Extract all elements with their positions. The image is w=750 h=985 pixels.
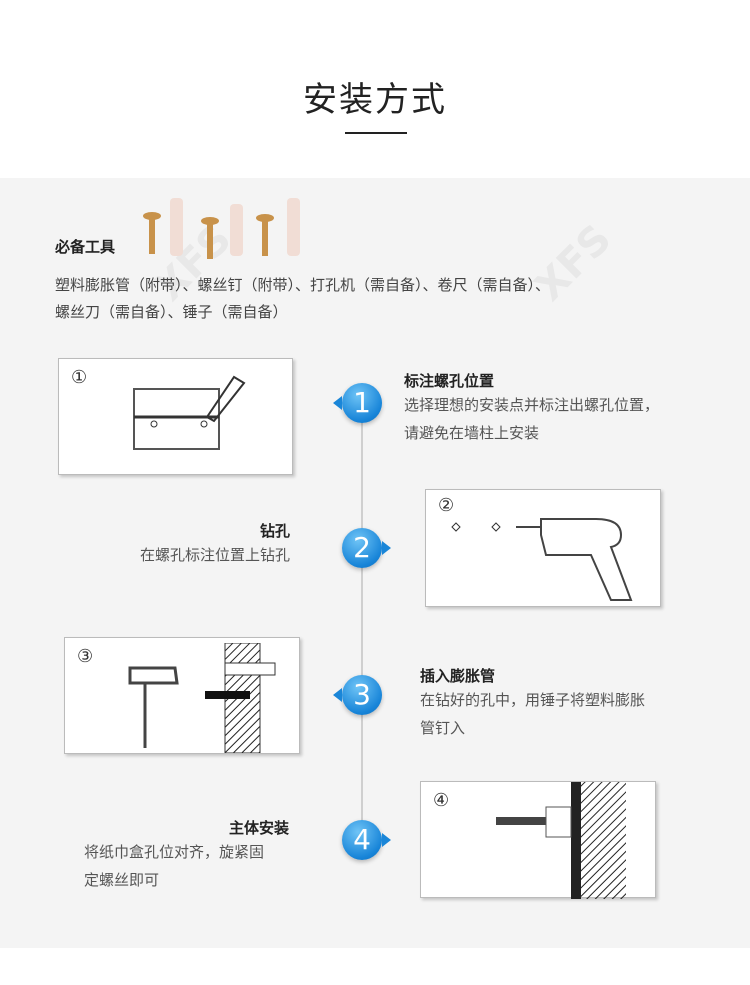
bracket-marking-icon (133, 375, 246, 450)
step-3-badge: 3 (333, 675, 382, 715)
step-4-text: 主体安装 将纸巾盒孔位对齐，旋紧固 定螺丝即可 (84, 817, 289, 894)
step-1-badge: 1 (333, 383, 382, 423)
step-2-desc: 在螺孔标注位置上钻孔 (139, 546, 290, 564)
step-1-text: 标注螺孔位置 选择理想的安装点并标注出螺孔位置， 请避免在墙柱上安装 (404, 370, 659, 447)
step-3-text: 插入膨胀管 在钻好的孔中，用锤子将塑料膨胀 管钉入 (420, 665, 645, 742)
step-1-figure: ① (58, 358, 293, 475)
step-4-figure: ④ (420, 781, 656, 899)
step-4-desc: 定螺丝即可 (84, 871, 160, 889)
step-4-desc: 将纸巾盒孔位对齐，旋紧固 (84, 843, 265, 861)
step-3-figure: ③ (64, 637, 300, 754)
tools-heading: 必备工具 (55, 238, 116, 256)
step-2-badge: 2 (342, 528, 391, 568)
page-title: 安装方式 (303, 80, 447, 120)
figure-label: ③ (77, 646, 94, 667)
figure-label: ② (438, 495, 455, 516)
timeline-line (361, 405, 363, 845)
figure-label: ④ (433, 790, 450, 811)
tools-line-1: 塑料膨胀管（附带）、螺丝钉（附带）、打孔机（需自备）、卷尺（需自备）、 (55, 276, 551, 294)
drill-icon (451, 518, 633, 601)
step-2-figure: ② (425, 489, 661, 607)
screw-install-icon (496, 782, 626, 899)
step-3-desc: 在钻好的孔中，用锤子将塑料膨胀 (420, 691, 646, 709)
title-underline (345, 132, 407, 134)
tools-list: 塑料膨胀管（附带）、螺丝钉（附带）、打孔机（需自备）、卷尺（需自备）、 螺丝刀（… (55, 272, 715, 326)
step-1-desc: 选择理想的安装点并标注出螺孔位置， (404, 396, 660, 414)
step-4-title: 主体安装 (228, 819, 289, 837)
figure-label: ① (71, 367, 88, 388)
step-3-title: 插入膨胀管 (420, 667, 496, 685)
step-1-title: 标注螺孔位置 (404, 372, 495, 390)
step-3-desc: 管钉入 (420, 719, 466, 737)
step-4-badge: 4 (342, 820, 391, 860)
step-1-desc: 请避免在墙柱上安装 (404, 424, 540, 442)
screws-anchors-icon (143, 198, 300, 259)
step-2-title: 钻孔 (259, 522, 290, 540)
tools-line-2: 螺丝刀（需自备）、锤子（需自备） (55, 303, 288, 321)
hammer-anchor-icon (128, 643, 276, 753)
step-2-text: 钻孔 在螺孔标注位置上钻孔 (80, 520, 290, 569)
